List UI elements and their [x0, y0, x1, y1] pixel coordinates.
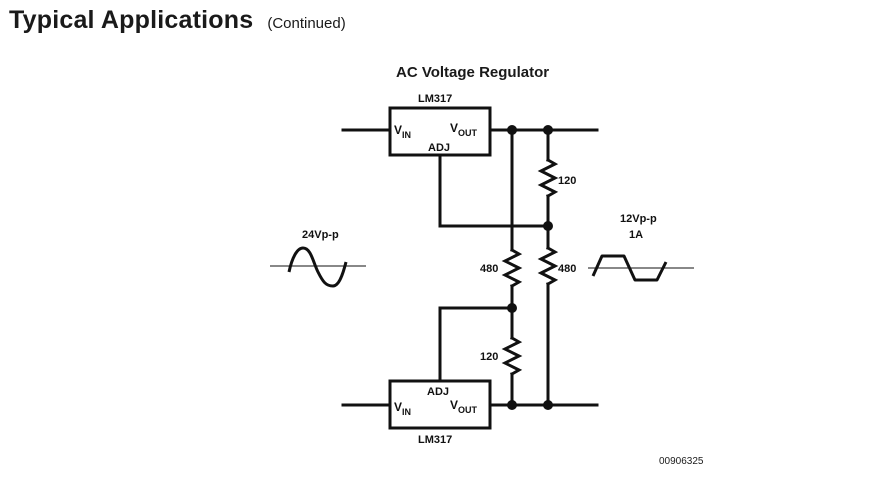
junction-dot — [507, 303, 517, 313]
clipped-wave-icon — [591, 254, 668, 282]
junction-dot — [543, 221, 553, 231]
resistor-bottom-left — [501, 335, 523, 377]
top-adj-wire — [438, 153, 550, 228]
resistor-mid-left-value: 480 — [480, 263, 498, 275]
resistor-top-right — [537, 157, 559, 199]
junction-dot — [507, 400, 517, 410]
top-vout-label: VOUT — [450, 121, 478, 138]
bottom-adj-label: ADJ — [427, 386, 449, 398]
bottom-vout-label: VOUT — [450, 398, 478, 415]
input-signal-label: 24Vp-p — [302, 229, 339, 241]
resistor-mid-right — [537, 245, 559, 287]
figure-id: 00906325 — [659, 456, 704, 467]
resistor-top-right-value: 120 — [558, 175, 576, 187]
top-regulator-part-label: LM317 — [418, 93, 452, 105]
resistor-mid-right-value: 480 — [558, 263, 576, 275]
junction-dot — [507, 125, 517, 135]
heading-title: Typical Applications — [9, 6, 254, 34]
junction-dot — [543, 400, 553, 410]
sine-wave-icon — [287, 246, 348, 288]
top-vin-label: VIN — [394, 123, 411, 140]
bottom-vin-label: VIN — [394, 400, 411, 417]
bottom-regulator-part-label: LM317 — [418, 434, 452, 446]
junction-dot — [543, 125, 553, 135]
top-adj-label: ADJ — [428, 142, 450, 154]
resistor-mid-left — [501, 247, 523, 289]
figure-title: AC Voltage Regulator — [396, 64, 550, 81]
section-heading: Typical Applications (Continued) — [9, 6, 346, 35]
heading-continued: (Continued) — [267, 15, 346, 32]
output-signal-label-current: 1A — [629, 229, 643, 241]
output-signal-label-voltage: 12Vp-p — [620, 213, 657, 225]
resistor-bottom-left-value: 120 — [480, 351, 498, 363]
bottom-adj-wire — [438, 306, 514, 383]
